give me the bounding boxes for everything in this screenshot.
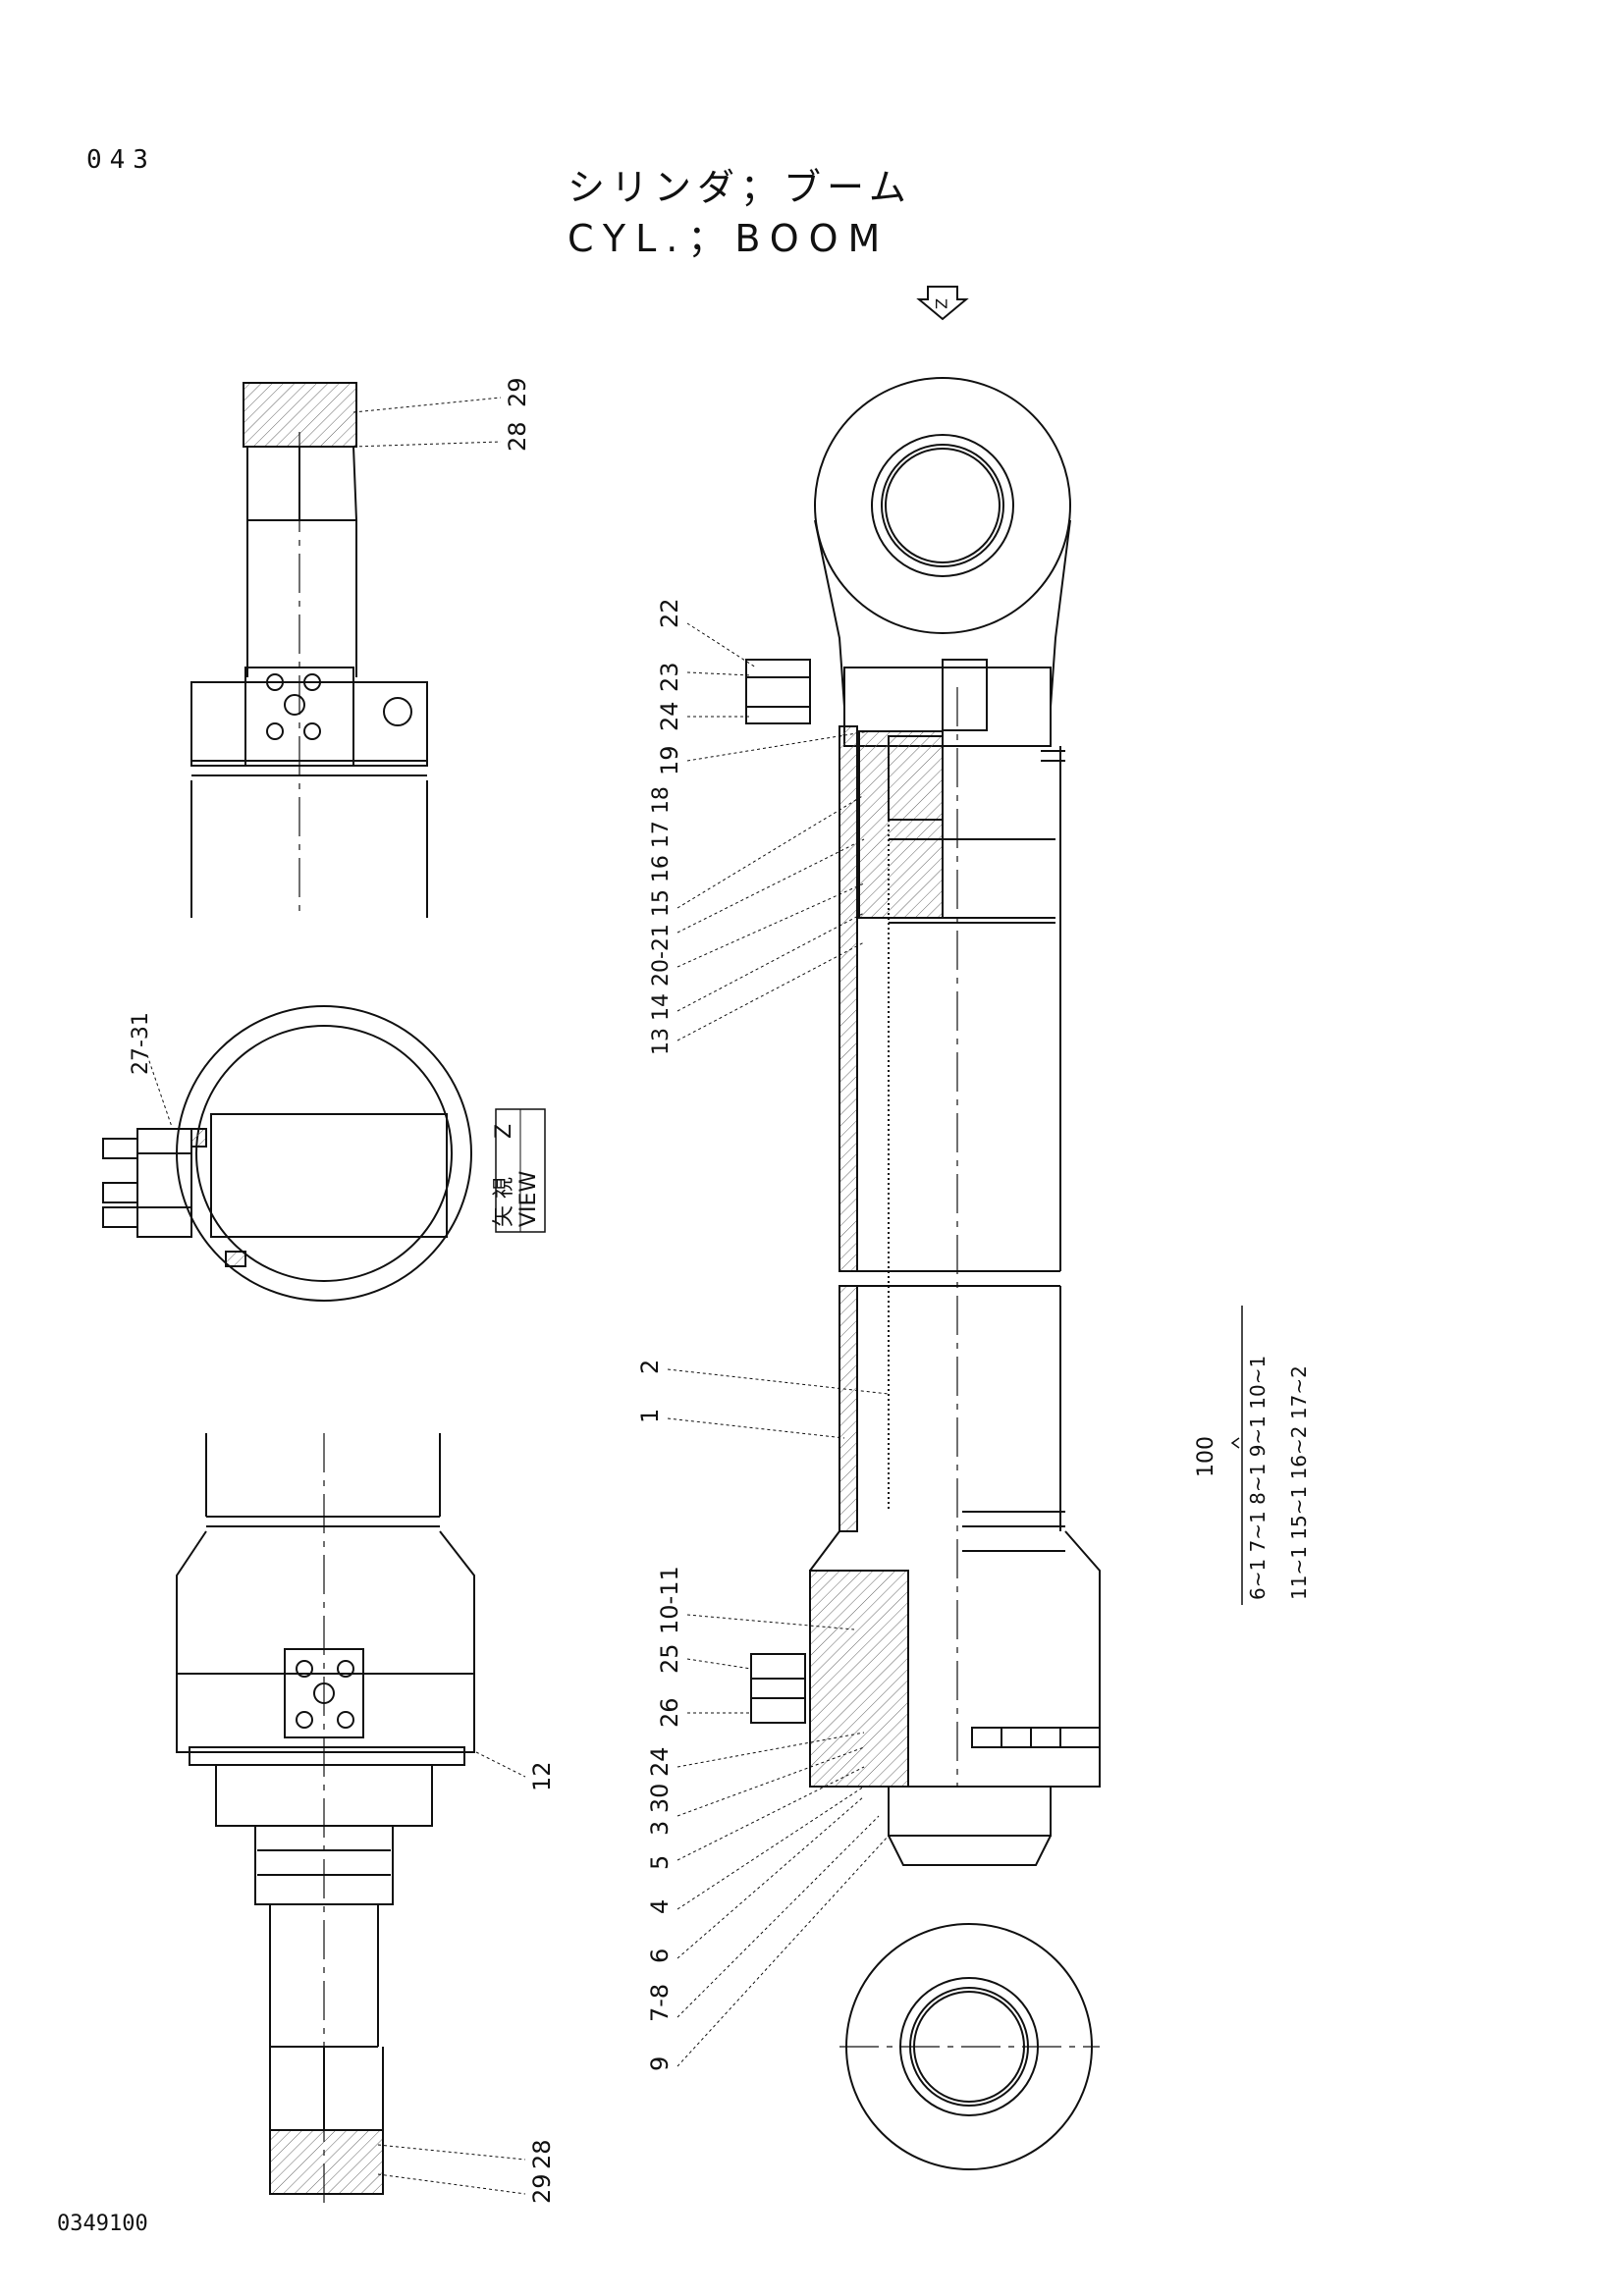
callout-24-rod: 24 [646, 1746, 674, 1777]
title-english: CYL.；BOOM [568, 217, 891, 260]
bottom-left-detail-view [176, 1433, 475, 2209]
kit-breakdown: 100 6~1 7~1 8~1 9~1 10~1 11~1 15~1 16~2 … [1194, 1306, 1311, 1605]
title-japanese: シリンダ；ブーム [568, 166, 912, 209]
callout-7-8: 7-8 [646, 1984, 674, 2022]
callout-29-top: 29 [504, 377, 531, 407]
callout-24-head: 24 [656, 701, 683, 731]
view-z-detail [102, 1005, 546, 1302]
callout-13-18: 13 14 20-21 15 16 17 18 [649, 786, 674, 1055]
page-number: 043 [86, 145, 156, 175]
callout-22: 22 [656, 598, 683, 628]
callout-29-bottom: 29 [528, 2173, 556, 2204]
callout-1: 1 [636, 1409, 664, 1423]
top-left-detail-view [190, 382, 428, 918]
kit-row-1: 6~1 7~1 8~1 9~1 10~1 [1246, 1356, 1270, 1600]
callout-28-bottom: 28 [528, 2139, 556, 2169]
callout-10-11: 10-11 [656, 1566, 683, 1634]
callout-4: 4 [646, 1899, 674, 1914]
main-cylinder-section [745, 377, 1101, 2170]
callout-27-31: 27-31 [129, 1012, 153, 1075]
callout-12: 12 [528, 1761, 556, 1791]
view-label-en: VIEW [516, 1171, 541, 1227]
kit-main-number: 100 [1194, 1436, 1218, 1477]
callout-23: 23 [656, 662, 683, 692]
callout-9: 9 [646, 2056, 674, 2071]
callout-labels: 29 28 27-31 12 28 29 22 23 24 19 13 14 2… [129, 377, 683, 2204]
callout-19: 19 [656, 745, 683, 775]
callout-25: 25 [656, 1643, 683, 1674]
callout-3-30: 3 30 [646, 1784, 674, 1836]
document-code: 0349100 [57, 2212, 148, 2236]
callout-28-top: 28 [504, 421, 531, 452]
leader-lines [146, 397, 890, 2195]
callout-26: 26 [656, 1697, 683, 1728]
view-arrow-z: Z [916, 286, 969, 321]
view-arrow-label: Z [932, 298, 950, 309]
view-label-jp: 矢 視 [492, 1177, 516, 1227]
callout-2: 2 [636, 1360, 664, 1374]
view-label-letter: Z [492, 1124, 516, 1139]
kit-row-2: 11~1 15~1 16~2 17~2 [1287, 1365, 1311, 1600]
callout-6: 6 [646, 1949, 674, 1963]
callout-5: 5 [646, 1855, 674, 1870]
